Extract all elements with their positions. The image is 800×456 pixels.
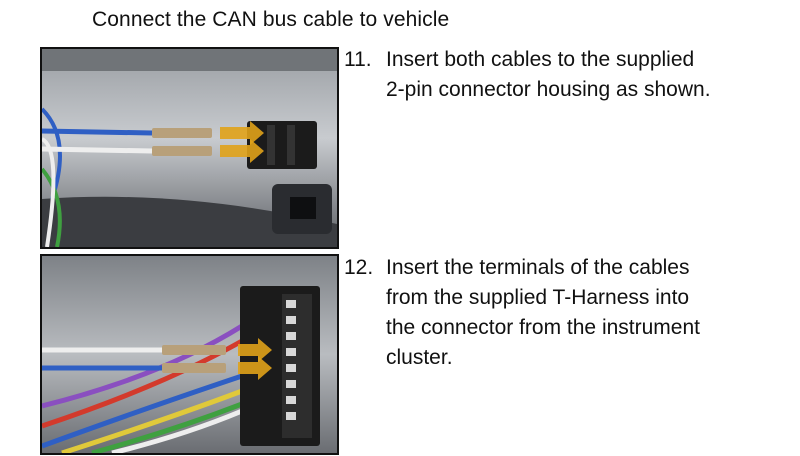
step-text: Insert both cables to the supplied 2-pin…: [386, 45, 786, 105]
terminal: [162, 345, 226, 355]
step-line: Insert both cables to the supplied: [386, 48, 695, 71]
step-text: Insert the terminals of the cables from …: [386, 253, 786, 373]
dashboard-trim: [42, 196, 337, 247]
step-line: from the supplied T-Harness into: [386, 286, 690, 309]
insert-arrow-icon: [220, 139, 264, 163]
step-12: 12. Insert the terminals of the cables f…: [344, 253, 786, 373]
white-wire: [42, 146, 153, 154]
step-line: the connector from the instrument: [386, 316, 700, 339]
page-heading: Connect the CAN bus cable to vehicle: [92, 8, 450, 31]
insert-arrow-icon: [238, 338, 272, 362]
photo-cluster-connector: [40, 254, 339, 455]
blue-wire: [42, 128, 153, 136]
step-number: 11.: [344, 48, 372, 71]
terminal: [152, 146, 212, 156]
step-11: 11. Insert both cables to the supplied 2…: [344, 45, 786, 105]
step-number: 12.: [344, 256, 374, 279]
insert-arrow-icon: [220, 121, 264, 145]
terminal: [162, 363, 226, 373]
insert-arrow-icon: [238, 356, 272, 380]
step-line: cluster.: [386, 346, 453, 369]
step-line: 2-pin connector housing as shown.: [386, 78, 711, 101]
step-line: Insert the terminals of the cables: [386, 256, 690, 279]
connector-housing: [247, 121, 317, 169]
photo-2pin-connector: [40, 47, 339, 249]
terminal: [152, 128, 212, 138]
